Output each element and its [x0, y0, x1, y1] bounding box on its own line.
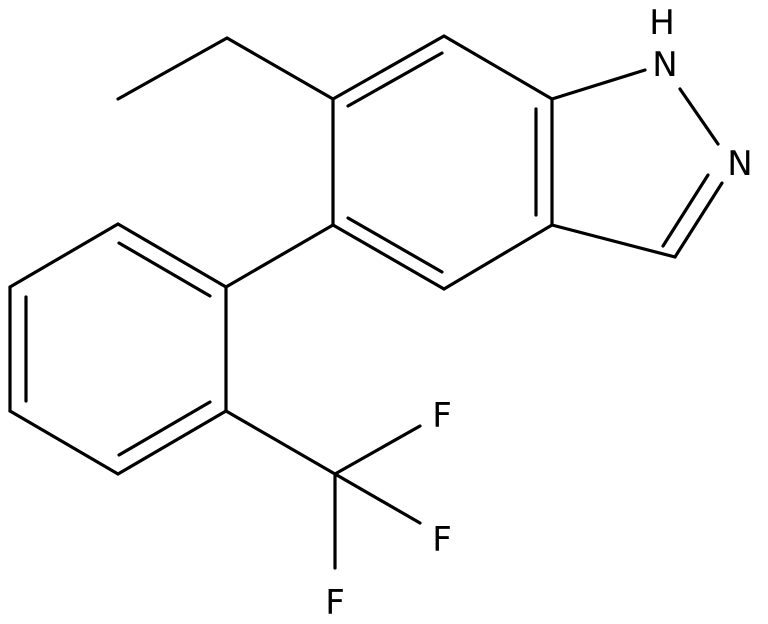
bond-biaryl: [224, 223, 335, 289]
bond-ph1-ph2-inner: [117, 241, 212, 298]
bond-ph5-ph6-inner: [117, 400, 212, 457]
label-layer: H N N F F F: [325, 3, 753, 623]
bond-layer: [8, 34, 724, 570]
bond-n2-c3: [673, 181, 724, 259]
bond-n2-c3-inner: [661, 173, 710, 248]
bond-ph1-ph2: [116, 222, 228, 289]
bond-c3a-c4: [442, 223, 554, 291]
atom-label-nh-hydrogen: H: [649, 3, 675, 43]
atom-label-nh-nitrogen: N: [652, 45, 677, 85]
bond-c4-c5-inner: [346, 216, 444, 274]
bond-ph6-cf3: [224, 409, 337, 476]
bond-cf3-f1: [333, 424, 422, 476]
bond-ethyl-terminal: [116, 36, 229, 101]
bond-ph5-ph6: [116, 409, 228, 476]
atom-label-fluorine-2: F: [432, 520, 452, 560]
bond-c6-c7: [331, 34, 446, 101]
bond-ethyl-attach: [225, 36, 335, 101]
bond-c6-c7-inner: [346, 51, 444, 108]
atom-label-fluorine-3: F: [325, 583, 345, 623]
bond-c7-c7a: [442, 34, 554, 101]
atom-label-pyrazole-nitrogen: N: [727, 144, 752, 184]
bond-cf3-f2: [333, 472, 422, 525]
atom-label-fluorine-1: F: [432, 396, 452, 436]
bond-ph4-ph5: [8, 409, 120, 476]
bond-c7a-n1: [550, 68, 647, 101]
bond-c4-c5: [331, 223, 446, 291]
bond-n1-n2: [678, 87, 720, 146]
bond-ph2-ph3: [8, 222, 120, 289]
bond-c3-c3a: [550, 223, 677, 259]
